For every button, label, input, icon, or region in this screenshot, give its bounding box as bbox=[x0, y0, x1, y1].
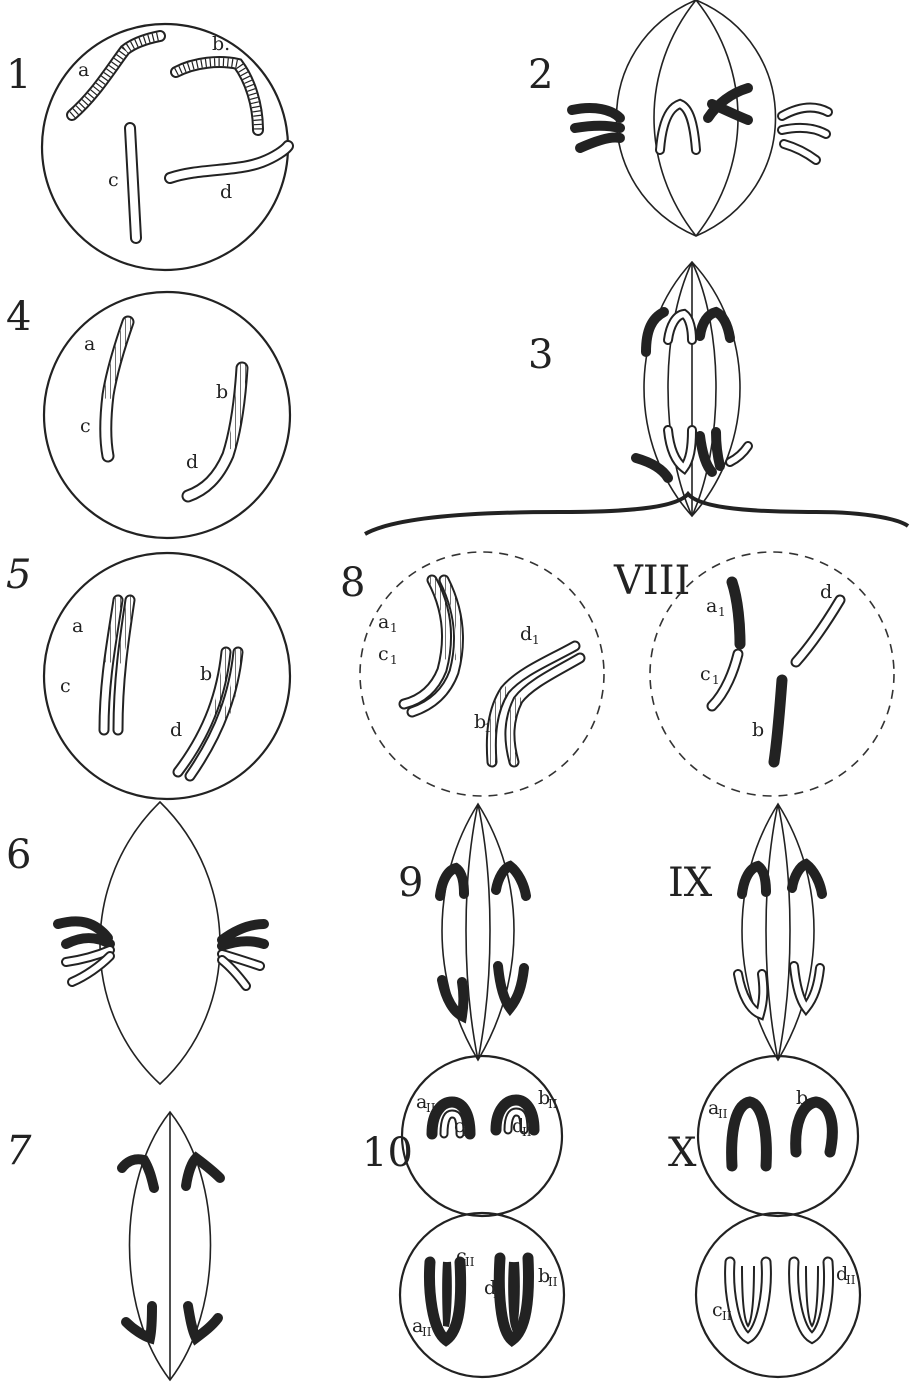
chromosomes-lower bbox=[126, 1306, 218, 1338]
label-b: b bbox=[216, 381, 228, 403]
label-d-top-sub: II bbox=[522, 1125, 532, 1139]
figure-1: 1 a b. c d bbox=[6, 24, 288, 270]
label-b-subscript: 1 bbox=[484, 721, 492, 735]
label-c: c bbox=[80, 415, 91, 437]
figure-viii: VIII a 1 d c 1 b bbox=[613, 552, 894, 796]
figure-ix: IX bbox=[668, 804, 822, 1060]
spindle-outline bbox=[442, 804, 514, 1060]
daughter-cell-bottom bbox=[696, 1213, 860, 1377]
chromosomes-lower bbox=[442, 966, 524, 1016]
label-b-top-sub: II bbox=[806, 1097, 816, 1111]
figure-6: 6 bbox=[6, 802, 264, 1084]
label-d: d bbox=[170, 719, 182, 741]
label-d-bottom-sub: II bbox=[493, 1287, 503, 1301]
label-b: b bbox=[752, 719, 764, 741]
daughter-cell-top bbox=[402, 1056, 562, 1216]
label-d-subscript: 1 bbox=[532, 633, 540, 647]
label-c-subscript: 1 bbox=[712, 673, 720, 687]
figure-number: 2 bbox=[528, 52, 553, 98]
label-a: a bbox=[78, 59, 89, 81]
label-a-bottom-sub: II bbox=[422, 1325, 432, 1339]
label-d: d bbox=[186, 451, 198, 473]
chromosome-cluster-left bbox=[572, 108, 620, 148]
chromosome-u-bottom bbox=[430, 1258, 529, 1340]
figure-5: 5 a b c d bbox=[6, 552, 290, 799]
label-a: a bbox=[378, 611, 389, 633]
chromosome-cluster-right bbox=[782, 107, 828, 160]
label-a: a bbox=[84, 333, 95, 355]
label-d: d bbox=[520, 623, 532, 645]
label-b-bottom-sub: II bbox=[548, 1275, 558, 1289]
chromosome-cluster-right bbox=[222, 924, 264, 986]
figure-number: 1 bbox=[6, 52, 31, 98]
label-a-subscript: 1 bbox=[390, 621, 398, 635]
label-a: a bbox=[72, 615, 83, 637]
chromosome-u-bottom bbox=[730, 1262, 829, 1338]
cell-outline-dashed bbox=[360, 552, 604, 796]
label-c: c bbox=[378, 643, 389, 665]
label-c: c bbox=[700, 663, 711, 685]
daughter-cell-bottom bbox=[400, 1213, 564, 1377]
label-a-top-sub: II bbox=[426, 1101, 436, 1115]
figure-9: 9 bbox=[398, 804, 526, 1060]
figure-7: 7 bbox=[6, 1112, 220, 1380]
figure-number: 4 bbox=[6, 294, 31, 340]
figure-x: X a II b II c II d II bbox=[668, 1056, 860, 1377]
label-c-bottom-sub: II bbox=[465, 1255, 475, 1269]
label-b: b bbox=[200, 663, 212, 685]
spindle-outline bbox=[100, 802, 220, 1084]
chromosome-pair-bd bbox=[491, 646, 580, 762]
label-c: c bbox=[60, 675, 71, 697]
label-c-top-sub: II bbox=[463, 1125, 473, 1139]
spindle-outline bbox=[742, 804, 814, 1060]
figure-number: 5 bbox=[6, 552, 31, 598]
figure-10: 10 a II c II d II b II c bbox=[362, 1056, 564, 1377]
figure-number: 10 bbox=[362, 1130, 413, 1176]
label-c-subscript: 1 bbox=[390, 653, 398, 667]
figure-number: 9 bbox=[398, 860, 423, 906]
figure-number: 3 bbox=[528, 332, 553, 378]
label-d-bottom-sub: II bbox=[846, 1273, 856, 1287]
figure-number: IX bbox=[668, 860, 713, 906]
figure-number: VIII bbox=[613, 558, 690, 604]
chromosome-pair-ac bbox=[404, 580, 460, 712]
chromosomes-upper bbox=[646, 312, 730, 352]
label-b: b. bbox=[212, 33, 230, 55]
cell-outline bbox=[44, 553, 290, 799]
figure-number: 7 bbox=[6, 1128, 32, 1174]
label-b-top-sub: II bbox=[548, 1097, 558, 1111]
figure-number: 8 bbox=[340, 560, 365, 606]
figure-2: 2 bbox=[528, 0, 828, 236]
label-a-top-sub: II bbox=[718, 1107, 728, 1121]
chromosome-pair-ac bbox=[104, 600, 130, 730]
label-c-bottom-sub: II bbox=[722, 1309, 732, 1323]
chromosome-v-center bbox=[660, 104, 696, 150]
chromosomes-upper bbox=[440, 866, 526, 896]
label-d: d bbox=[220, 181, 232, 203]
chromosome-arches-top bbox=[732, 1102, 833, 1166]
label-a-subscript: 1 bbox=[718, 605, 726, 619]
label-c: c bbox=[108, 169, 119, 191]
figure-3: 3 bbox=[528, 262, 748, 516]
figure-4: 4 a b c d bbox=[6, 292, 290, 538]
label-d: d bbox=[820, 581, 832, 603]
figure-8: 8 a 1 c 1 d 1 b 1 bbox=[340, 552, 604, 796]
brace bbox=[365, 494, 908, 534]
chromosome-cluster-center-right bbox=[708, 88, 748, 120]
figure-number: 6 bbox=[6, 832, 31, 878]
label-a: a bbox=[706, 595, 717, 617]
figure-number: X bbox=[668, 1130, 697, 1176]
